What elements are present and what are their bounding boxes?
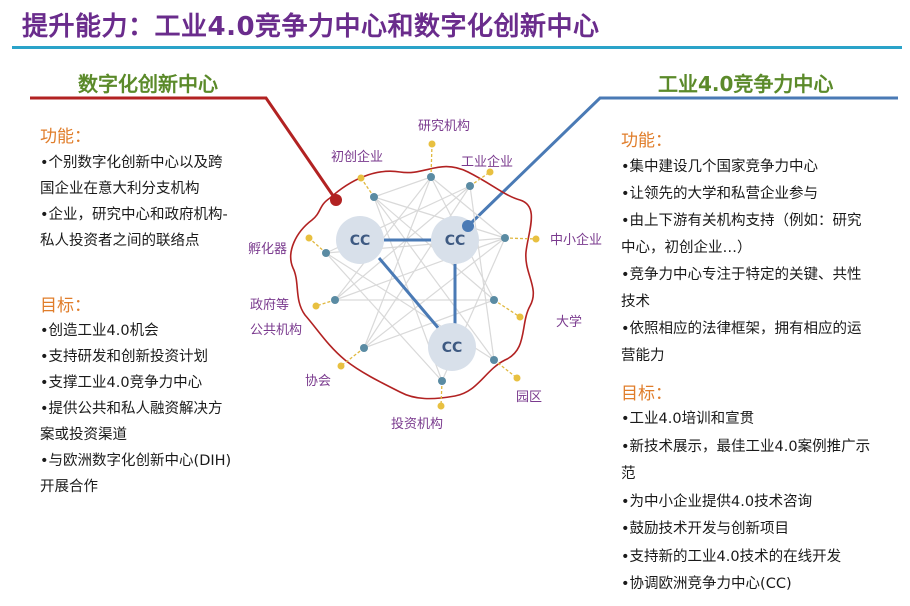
hub-links — [377, 238, 457, 331]
node-label-university: 大学 — [556, 314, 582, 330]
page-title: 提升能力：工业4.0竞争力中心和数字化创新中心 — [22, 12, 600, 42]
hub-label: CC — [350, 233, 371, 249]
title-divider — [12, 46, 902, 49]
inner-nodes — [322, 173, 509, 385]
node-label-industry: 工业企业 — [461, 154, 513, 170]
left-functions-label: 功能： — [40, 127, 91, 147]
list-item: 开展合作 — [40, 479, 98, 495]
mesh-lines — [325, 176, 506, 382]
list-item: •个别数字化创新中心以及跨 — [40, 155, 223, 171]
list-item: •由上下游有关机构支持（例如：研究 — [621, 213, 862, 229]
node-label-government: 政府等 — [250, 297, 289, 313]
left-connector-line — [30, 96, 338, 201]
list-item: •创造工业4.0机会 — [40, 323, 159, 339]
node-label-sme: 中小企业 — [550, 232, 602, 248]
right-heading: 工业4.0竞争力中心 — [658, 72, 834, 96]
right-connector-line — [466, 96, 898, 228]
right-functions-label: 功能： — [621, 131, 672, 151]
left-connector-dot — [330, 194, 342, 206]
list-item: •依照相应的法律框架，拥有相应的运 — [621, 321, 862, 337]
list-item: •企业，研究中心和政府机构- — [40, 207, 228, 223]
outer-nodes — [305, 140, 540, 410]
right-goals-label: 目标： — [621, 384, 672, 404]
list-item: •工业4.0培训和宣贯 — [621, 411, 755, 427]
list-item: 技术 — [621, 294, 650, 310]
list-item: 范 — [621, 466, 636, 482]
hub-cc-bottom: CC — [428, 323, 476, 371]
list-item: •集中建设几个国家竞争力中心 — [621, 159, 819, 175]
list-item: 营能力 — [621, 348, 665, 364]
node-label-association: 协会 — [305, 374, 331, 389]
list-item: 中心，初创企业…） — [621, 240, 752, 256]
list-item: •鼓励技术开发与创新项目 — [621, 521, 790, 537]
node-label-research: 研究机构 — [418, 119, 470, 134]
list-item: 国企业在意大利分支机构 — [40, 181, 200, 197]
list-item: •提供公共和私人融资解决方 — [40, 401, 223, 417]
hub-cc-left: CC — [336, 216, 384, 264]
ecosystem-boundary — [289, 165, 535, 400]
list-item: •与欧洲数字化创新中心(DIH) — [40, 453, 232, 469]
left-functions-list: •个别数字化创新中心以及跨 国企业在意大利分支机构 •企业，研究中心和政府机构-… — [40, 150, 228, 254]
hub-label: CC — [445, 233, 466, 249]
list-item: •支撑工业4.0竞争力中心 — [40, 375, 203, 391]
list-item: •新技术展示，最佳工业4.0案例推广示 — [621, 438, 871, 455]
right-goals-list: •工业4.0培训和宣贯 •新技术展示，最佳工业4.0案例推广示 范 •为中小企业… — [621, 406, 870, 599]
list-item: •竞争力中心专注于特定的关键、共性 — [621, 267, 862, 283]
right-functions-list: •集中建设几个国家竞争力中心 •让领先的大学和私营企业参与 •由上下游有关机构支… — [621, 154, 862, 370]
list-item: •为中小企业提供4.0技术咨询 — [621, 493, 813, 510]
left-goals-label: 目标： — [40, 296, 91, 316]
list-item: •让领先的大学和私营企业参与 — [621, 186, 819, 202]
hub-label: CC — [442, 340, 463, 356]
node-label-investors: 投资机构 — [391, 416, 443, 432]
node-label-park: 园区 — [516, 390, 542, 405]
list-item: •支持新的工业4.0技术的在线开发 — [621, 548, 842, 565]
list-item: 案或投资渠道 — [40, 427, 127, 443]
right-connector-dot — [462, 220, 474, 232]
left-goals-list: •创造工业4.0机会 •支持研发和创新投资计划 •支撑工业4.0竞争力中心 •提… — [40, 318, 231, 500]
list-item: 私人投资者之间的联络点 — [40, 233, 200, 249]
node-label-startup: 初创企业 — [331, 149, 383, 165]
left-heading: 数字化创新中心 — [78, 72, 218, 96]
node-label-public-institutions: 公共机构 — [250, 323, 302, 338]
list-item: •支持研发和创新投资计划 — [40, 349, 209, 365]
list-item: •协调欧洲竞争力中心(CC) — [621, 576, 792, 592]
node-label-incubator: 孵化器 — [248, 242, 287, 257]
